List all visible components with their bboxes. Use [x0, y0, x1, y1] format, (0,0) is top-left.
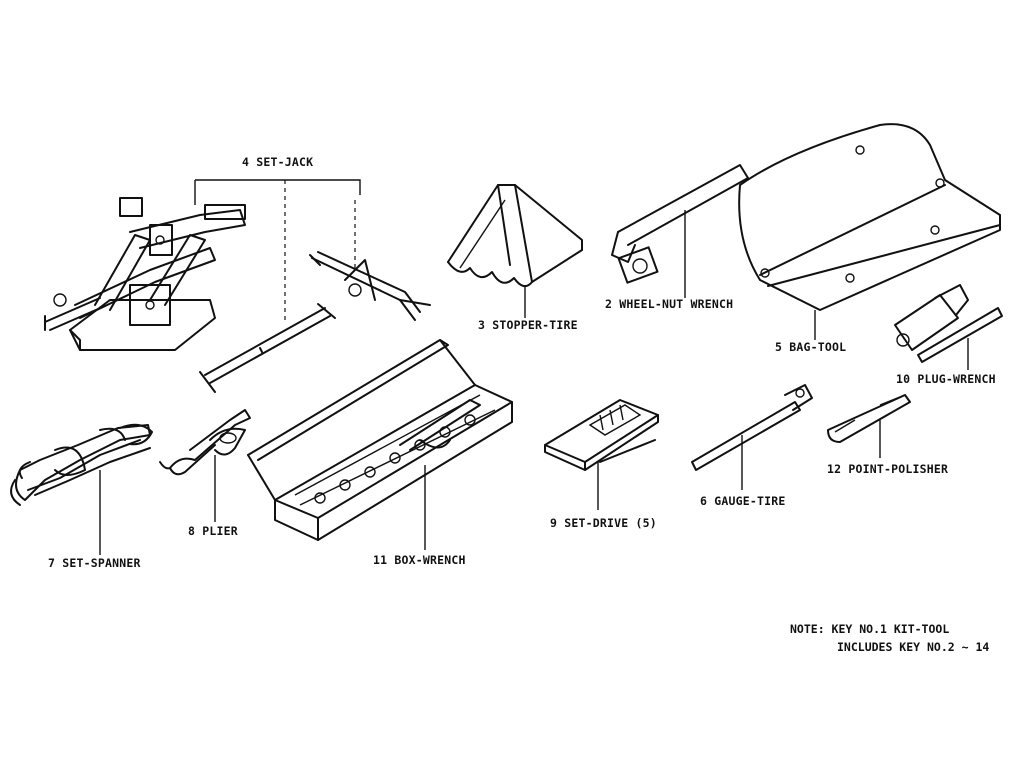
plier-drawing	[159, 409, 251, 476]
box-wrench-case-drawing	[247, 339, 513, 541]
jack-crank-handle	[309, 251, 431, 321]
label-stopper-tire: 3 STOPPER-TIRE	[478, 318, 578, 332]
label-set-spanner: 7 SET-SPANNER	[48, 556, 141, 570]
set-drive-drawing	[544, 399, 659, 471]
set-spanner-drawing	[10, 423, 153, 506]
label-bag-tool: 5 BAG-TOOL	[775, 340, 847, 354]
label-gauge-tire: 6 GAUGE-TIRE	[700, 494, 786, 508]
stopper-tire-drawing	[447, 184, 583, 288]
plug-wrench-drawing	[894, 284, 1003, 363]
note-line-1: NOTE: KEY NO.1 KIT-TOOL	[790, 622, 950, 636]
scissor-jack-drawing	[44, 197, 246, 351]
label-wheel-nut-wrench: 2 WHEEL-NUT WRENCH	[605, 297, 734, 311]
jack-handle-rod	[199, 303, 336, 393]
point-polisher-drawing	[827, 394, 911, 443]
tool-bag-drawing	[738, 123, 1001, 311]
tire-gauge-drawing	[691, 384, 813, 471]
note-line-2: INCLUDES KEY NO.2 ~ 14	[837, 640, 990, 654]
label-plier: 8 PLIER	[188, 524, 238, 538]
label-plug-wrench: 10 PLUG-WRENCH	[896, 372, 996, 386]
label-set-jack: 4 SET-JACK	[242, 155, 314, 169]
label-point-polisher: 12 POINT-POLISHER	[827, 462, 949, 476]
label-box-wrench: 11 BOX-WRENCH	[373, 553, 466, 567]
label-set-drive: 9 SET-DRIVE (5)	[550, 516, 657, 530]
wheel-nut-wrench-drawing	[611, 164, 749, 284]
